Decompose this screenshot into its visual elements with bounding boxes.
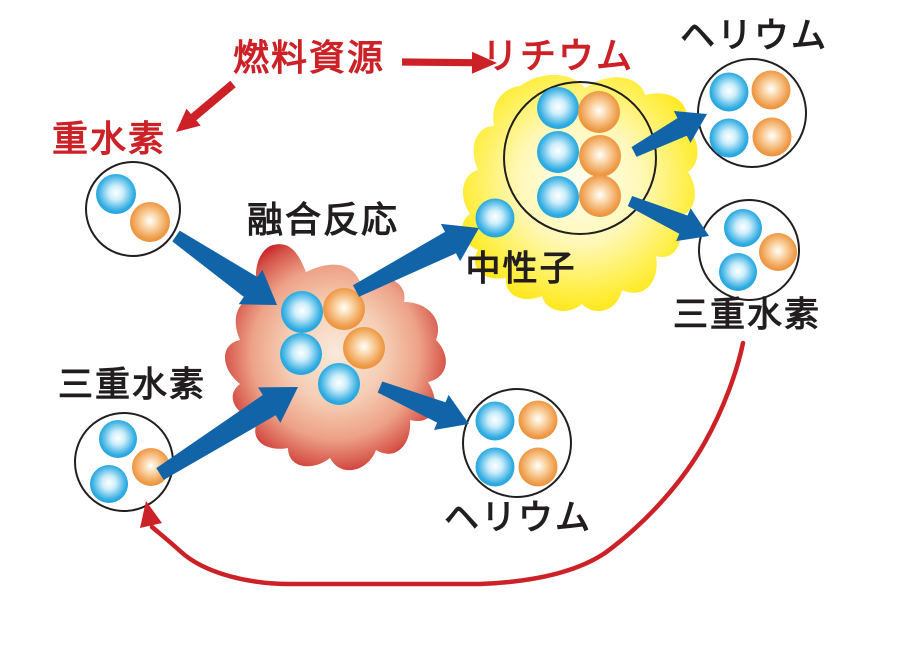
- arrow-lithium-to-helium-top: [631, 111, 707, 157]
- tritium-recycle-curve: [140, 340, 746, 587]
- blue-reaction-arrows: [156, 111, 709, 480]
- helium-orange-particle: [752, 117, 792, 157]
- tritium-left-label: 三重水素: [57, 365, 207, 406]
- arrow-fuel-to-deuterium: [176, 80, 236, 132]
- fusion-plasma-particles: [280, 288, 385, 405]
- helium-top-nucleus: [697, 58, 807, 168]
- fusion-orange-particle: [323, 288, 365, 330]
- arrow-fusion-to-neutron: [353, 223, 479, 297]
- lithium-orange-particle: [579, 175, 621, 217]
- tritium-blue-particle: [719, 253, 757, 291]
- helium-top-label: ヘリウム: [679, 16, 829, 57]
- fuel-source-label: 燃料資源: [232, 38, 386, 79]
- arrow-lithium-to-tritium-right: [627, 196, 709, 242]
- arrow-deuterium-to-fusion: [172, 230, 277, 305]
- lithium-orange-particle: [578, 91, 620, 133]
- lithium-nucleus: [503, 81, 657, 235]
- deuterium-label: 重水素: [51, 119, 167, 160]
- helium-blue-particle: [475, 401, 515, 441]
- lithium-blue-particle: [537, 176, 579, 218]
- helium-blue-particle: [709, 72, 749, 112]
- arrow-fusion-to-helium-bottom: [377, 381, 469, 430]
- deuterium-nucleus: [85, 161, 181, 257]
- tritium-orange-particle: [132, 448, 170, 486]
- fusion-orange-particle: [343, 327, 385, 369]
- tritium-orange-particle: [759, 233, 797, 271]
- lithium-blue-particle: [537, 87, 579, 129]
- red-fuel-arrows: [176, 51, 497, 132]
- helium-blue-particle: [709, 118, 749, 158]
- tritium-blue-particle: [99, 420, 137, 458]
- lithium-blue-particle: [537, 131, 579, 173]
- tritium-right-nucleus: [698, 199, 800, 301]
- fusion-blue-particle: [281, 291, 323, 333]
- neutron-particle: [475, 198, 515, 238]
- helium-orange-particle: [518, 400, 558, 440]
- deuterium-blue-particle: [96, 174, 136, 214]
- helium-orange-particle: [518, 447, 558, 487]
- helium-blue-particle: [475, 447, 515, 487]
- tritium-right-label: 三重水素: [672, 295, 822, 336]
- neutron-label: 中性子: [465, 249, 577, 290]
- tritium-left-nucleus: [74, 412, 174, 512]
- fusion-blue-particle: [318, 363, 360, 405]
- fusion-reaction-label: 融合反応: [246, 200, 400, 241]
- helium-bottom-nucleus: [462, 388, 572, 498]
- recycle-arrowhead-icon: [140, 501, 162, 528]
- fusion-blue-particle: [280, 333, 322, 375]
- tritium-blue-particle: [90, 465, 128, 503]
- deuterium-orange-particle: [130, 202, 170, 242]
- helium-orange-particle: [751, 70, 791, 110]
- arrow-tritium-left-to-fusion: [156, 387, 298, 480]
- arrow-fuel-to-lithium: [402, 51, 497, 74]
- helium-bottom-label: ヘリウム: [443, 498, 593, 539]
- lithium-label: リチウム: [481, 36, 635, 77]
- tritium-blue-particle: [724, 209, 762, 247]
- lithium-orange-particle: [579, 135, 621, 177]
